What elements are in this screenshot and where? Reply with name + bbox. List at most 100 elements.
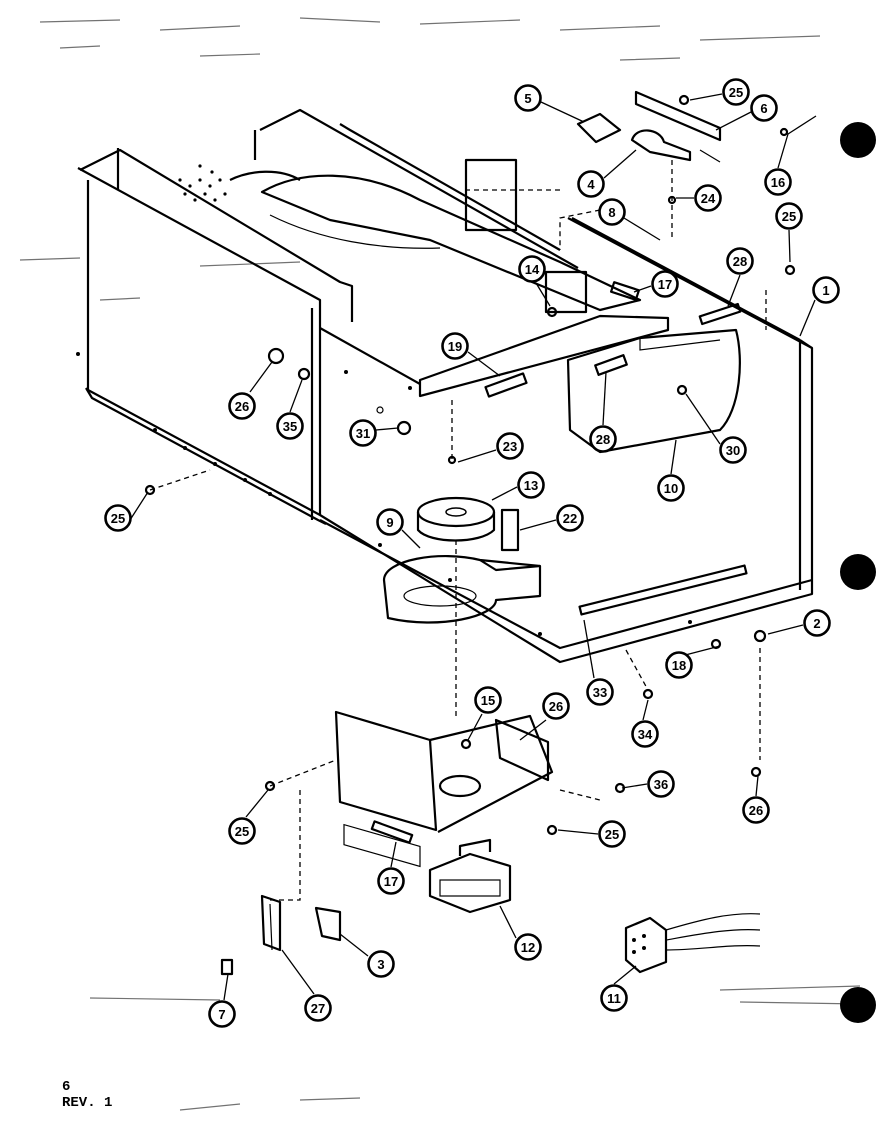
motor	[428, 838, 512, 914]
callout-1: 1	[812, 276, 840, 304]
callout-circle	[228, 817, 256, 845]
switch-brackets	[464, 158, 742, 398]
callout-label: 7	[218, 1007, 225, 1022]
harness-connector	[624, 913, 761, 974]
callout-17: 17	[651, 270, 679, 298]
callout-8: 8	[598, 198, 626, 226]
callout-circle	[742, 796, 770, 824]
callout-label: 25	[729, 85, 743, 100]
callout-19: 19	[441, 332, 469, 360]
air-duct	[566, 328, 741, 454]
callout-label: 26	[749, 803, 763, 818]
callout-circle	[657, 474, 685, 502]
fan-blade	[416, 496, 496, 542]
callout-circle	[812, 276, 840, 304]
callout-label: 3	[377, 957, 384, 972]
callout-26: 26	[742, 796, 770, 824]
callout-28: 28	[726, 247, 754, 275]
callout-26: 26	[542, 692, 570, 720]
callout-label: 17	[384, 874, 398, 889]
callout-circle	[600, 984, 628, 1012]
callout-label: 16	[771, 175, 785, 190]
callout-circle	[694, 184, 722, 212]
callout-label: 4	[587, 177, 595, 192]
callout-25: 25	[104, 504, 132, 532]
callout-circle	[276, 412, 304, 440]
fan-housing	[382, 554, 542, 624]
callout-label: 8	[608, 205, 615, 220]
callout-circle	[631, 720, 659, 748]
callout-label: 25	[111, 511, 125, 526]
callout-label: 30	[726, 443, 740, 458]
callout-circle	[377, 867, 405, 895]
callout-circle	[764, 168, 792, 196]
assembly-lines	[149, 160, 767, 901]
callout-23: 23	[496, 432, 524, 460]
callout-25: 25	[722, 78, 750, 106]
callout-circle	[517, 471, 545, 499]
callout-label: 1	[822, 283, 829, 298]
callout-label: 26	[549, 699, 563, 714]
callout-label: 18	[672, 658, 686, 673]
callout-16: 16	[764, 168, 792, 196]
callout-label: 28	[733, 254, 747, 269]
callout-18: 18	[665, 651, 693, 679]
callout-label: 23	[503, 439, 517, 454]
callout-label: 10	[664, 481, 678, 496]
callout-circle	[518, 255, 546, 283]
callout-label: 31	[356, 426, 370, 441]
vent-holes	[178, 164, 227, 202]
callout-5: 5	[514, 84, 542, 112]
small-brackets	[220, 508, 748, 976]
callout-label: 34	[638, 727, 653, 742]
callout-circle	[803, 609, 831, 637]
callout-label: 6	[760, 101, 767, 116]
leader-lines	[129, 93, 817, 1001]
callout-label: 15	[481, 693, 495, 708]
callout-label: 28	[596, 432, 610, 447]
callout-22: 22	[556, 504, 584, 532]
callout-circle	[726, 247, 754, 275]
callout-26: 26	[228, 392, 256, 420]
rail-holes	[76, 352, 692, 636]
callout-6: 6	[750, 94, 778, 122]
callout-label: 14	[525, 262, 540, 277]
callout-label: 35	[283, 419, 297, 434]
callout-circle	[496, 432, 524, 460]
callout-label: 36	[654, 777, 668, 792]
callout-30: 30	[719, 436, 747, 464]
callout-14: 14	[518, 255, 546, 283]
callout-35: 35	[276, 412, 304, 440]
callout-25: 25	[228, 817, 256, 845]
callout-36: 36	[647, 770, 675, 798]
callout-label: 26	[235, 399, 249, 414]
callout-circle	[556, 504, 584, 532]
callout-circle	[598, 198, 626, 226]
callout-label: 5	[524, 91, 531, 106]
callout-25: 25	[775, 202, 803, 230]
callout-label: 25	[605, 827, 619, 842]
callout-4: 4	[577, 170, 605, 198]
page-number: 6	[62, 1079, 71, 1095]
callout-27: 27	[304, 994, 332, 1022]
callout-24: 24	[694, 184, 722, 212]
callout-circle	[651, 270, 679, 298]
scan-noise	[19, 17, 861, 1111]
callout-33: 33	[586, 678, 614, 706]
scan-blobs	[840, 122, 876, 1023]
revision-label: REV. 1	[62, 1095, 113, 1111]
callout-circle	[719, 436, 747, 464]
callout-17: 17	[377, 867, 405, 895]
callout-circle	[514, 84, 542, 112]
callout-11: 11	[600, 984, 628, 1012]
callout-31: 31	[349, 419, 377, 447]
callout-circle	[376, 508, 404, 536]
callout-circle	[586, 678, 614, 706]
callout-label: 12	[521, 940, 535, 955]
callout-2: 2	[803, 609, 831, 637]
callout-label: 24	[701, 191, 716, 206]
callout-7: 7	[208, 1000, 236, 1028]
callout-label: 9	[386, 515, 393, 530]
callout-circle	[228, 392, 256, 420]
